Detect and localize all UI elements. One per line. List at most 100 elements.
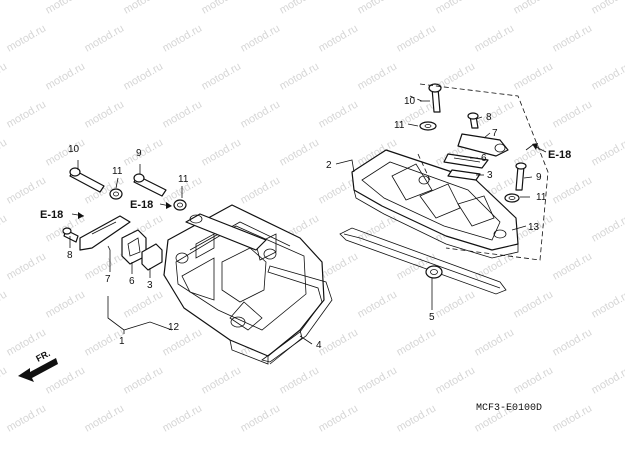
watermark-text: motod.ru bbox=[5, 174, 49, 206]
callout-5: 5 bbox=[429, 312, 435, 323]
watermark-text: motod.ru bbox=[512, 364, 556, 396]
reference-e18-left: E-18 bbox=[40, 209, 63, 221]
callout-10-left: 10 bbox=[68, 144, 80, 155]
watermark-text: motod.ru bbox=[5, 402, 49, 434]
callout-7-right: 7 bbox=[492, 128, 498, 139]
watermark-text: motod.ru bbox=[200, 364, 244, 396]
watermark-text: motod.ru bbox=[0, 288, 9, 320]
watermark-text: motod.ru bbox=[512, 288, 556, 320]
watermark-text: motod.ru bbox=[278, 364, 322, 396]
callout-11-lower: 11 bbox=[536, 192, 547, 203]
callout-11-top: 11 bbox=[394, 120, 405, 131]
watermark-text: motod.ru bbox=[5, 250, 49, 282]
front-cover-gasket bbox=[261, 265, 333, 363]
callout-labels: 10 11 9 11 8 7 6 3 12 1 4 10 11 8 7 6 3 … bbox=[67, 96, 547, 351]
seal-3-left bbox=[141, 243, 163, 271]
watermark-text: motod.ru bbox=[473, 98, 517, 130]
watermark-text: motod.ru bbox=[551, 250, 595, 282]
callout-12: 12 bbox=[168, 322, 180, 333]
watermark-text: motod.ru bbox=[434, 0, 478, 17]
watermark-text: motod.ru bbox=[590, 0, 625, 17]
watermark-text: motod.ru bbox=[44, 364, 88, 396]
watermark-text: motod.ru bbox=[122, 0, 166, 17]
watermark-text: motod.ru bbox=[590, 364, 625, 396]
watermark-text: motod.ru bbox=[44, 60, 88, 92]
watermark-text: motod.ru bbox=[122, 60, 166, 92]
watermark-text: motod.ru bbox=[278, 0, 322, 17]
watermark-text: motod.ru bbox=[590, 60, 625, 92]
watermark-text: motod.ru bbox=[0, 212, 9, 244]
callout-3-left: 3 bbox=[147, 280, 153, 291]
bolt-10-right bbox=[428, 83, 442, 113]
watermark-text: motod.ru bbox=[395, 326, 439, 358]
watermark-text: motod.ru bbox=[473, 22, 517, 54]
watermark-text: motod.ru bbox=[161, 22, 205, 54]
watermark-text: motod.ru bbox=[356, 364, 400, 396]
watermark-text: motod.ru bbox=[590, 212, 625, 244]
watermark-text: motod.ru bbox=[512, 60, 556, 92]
watermark-text: motod.ru bbox=[239, 402, 283, 434]
watermark-text: motod.ru bbox=[551, 22, 595, 54]
watermark-text: motod.ru bbox=[434, 364, 478, 396]
reference-labels: E-18 E-18 E-18 bbox=[40, 149, 571, 221]
watermark-text: motod.ru bbox=[122, 288, 166, 320]
bolt-10-left bbox=[69, 167, 105, 193]
bolt-9-right bbox=[515, 162, 527, 191]
watermark-text: motod.ru bbox=[551, 98, 595, 130]
reference-e18-right: E-18 bbox=[548, 149, 571, 161]
reference-e18-middle: E-18 bbox=[130, 199, 153, 211]
watermark-text: motod.ru bbox=[239, 22, 283, 54]
watermark-text: motod.ru bbox=[83, 98, 127, 130]
breather-pipe bbox=[185, 213, 267, 251]
watermark-text: motod.ru bbox=[434, 288, 478, 320]
watermark-text: motod.ru bbox=[239, 174, 283, 206]
callout-8-right: 8 bbox=[486, 112, 492, 123]
callout-11-left: 11 bbox=[112, 166, 123, 177]
callout-13: 13 bbox=[528, 222, 540, 233]
watermark-text: motod.ru bbox=[44, 288, 88, 320]
watermark-text: motod.ru bbox=[395, 402, 439, 434]
washer-11-lower bbox=[504, 193, 520, 203]
rear-head-cover bbox=[351, 149, 519, 259]
watermark-text: motod.ru bbox=[0, 364, 9, 396]
watermark-text: motod.ru bbox=[551, 326, 595, 358]
watermark-text: motod.ru bbox=[317, 22, 361, 54]
watermark-text: motod.ru bbox=[83, 402, 127, 434]
watermark-text: motod.ru bbox=[395, 22, 439, 54]
watermark-text: motod.ru bbox=[0, 60, 9, 92]
watermark-text: motod.ru bbox=[200, 0, 244, 17]
washer-11-top bbox=[419, 121, 437, 131]
callout-11-middle: 11 bbox=[178, 174, 189, 185]
leader-lines-left bbox=[69, 160, 313, 345]
watermark-text: motod.ru bbox=[317, 98, 361, 130]
washer-11-left bbox=[109, 188, 123, 200]
watermark-text: motod.ru bbox=[239, 98, 283, 130]
rear-cover-gasket bbox=[339, 227, 507, 295]
callout-6-left: 6 bbox=[129, 276, 135, 287]
watermark-text: motod.ru bbox=[0, 136, 9, 168]
callout-2: 2 bbox=[326, 160, 332, 171]
watermark-text: motod.ru bbox=[122, 136, 166, 168]
callout-7-left: 7 bbox=[105, 274, 111, 285]
watermark-text: motod.ru bbox=[590, 288, 625, 320]
reference-arrows bbox=[71, 143, 547, 219]
leader-lines-right bbox=[335, 100, 535, 310]
callout-3-right: 3 bbox=[487, 170, 493, 181]
watermark-text: motod.ru bbox=[0, 0, 9, 17]
watermark-layer: motod.ru motod.ru motod.ru motod.ru motod.ru… bbox=[0, 0, 625, 435]
watermark-text: motod.ru bbox=[161, 98, 205, 130]
watermark-text: motod.ru bbox=[473, 250, 517, 282]
watermark-text: motod.ru bbox=[317, 402, 361, 434]
callout-9-right: 9 bbox=[536, 172, 542, 183]
watermark-text: motod.ru bbox=[356, 288, 400, 320]
watermark-text: motod.ru bbox=[122, 364, 166, 396]
callout-8-left: 8 bbox=[67, 250, 73, 261]
bracket-7-left bbox=[79, 215, 131, 251]
watermark-text: motod.ru bbox=[161, 402, 205, 434]
watermark-text: motod.ru bbox=[590, 136, 625, 168]
watermark-text: motod.ru bbox=[512, 0, 556, 17]
watermark-text: motod.ru bbox=[200, 136, 244, 168]
bracket-7-right bbox=[457, 133, 509, 157]
callout-4: 4 bbox=[316, 340, 322, 351]
